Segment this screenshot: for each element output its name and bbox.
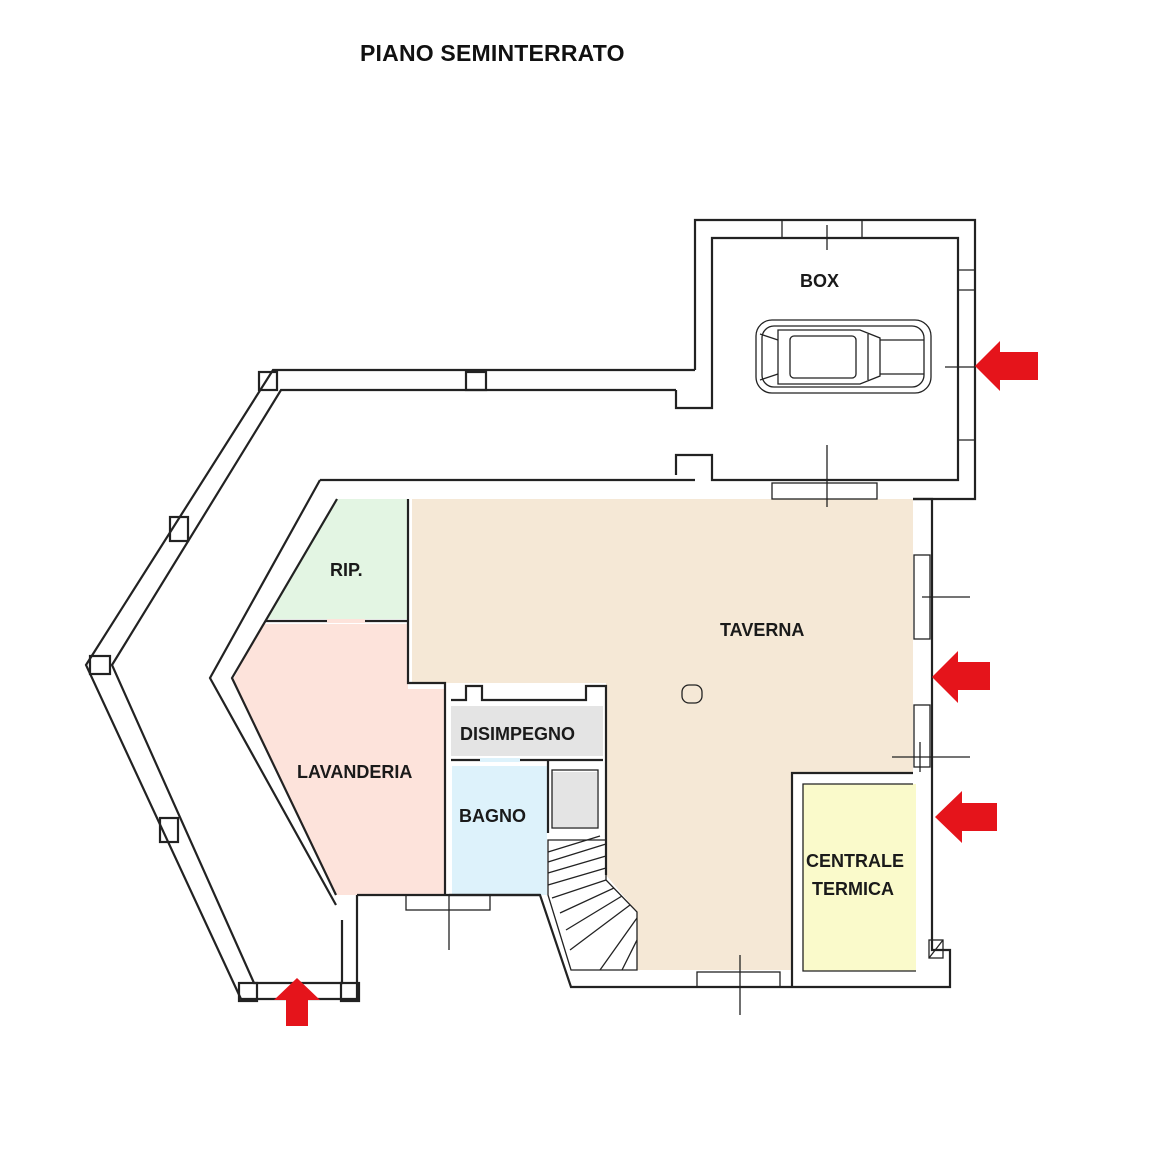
terrace-outer-wall	[84, 368, 695, 1001]
room-taverna-fill	[412, 499, 913, 970]
house-outer-wall	[357, 497, 952, 989]
box-outer-wall	[693, 218, 977, 501]
room-rip-fill	[267, 499, 408, 619]
label-bagno: BAGNO	[459, 806, 526, 826]
plan-title: PIANO SEMINTERRATO	[360, 40, 625, 66]
car-icon	[755, 319, 932, 394]
pillar	[257, 370, 279, 392]
vent-icon-diag	[928, 939, 944, 959]
pillar	[237, 981, 259, 1003]
room-centrale-termica-fill	[803, 784, 916, 971]
pillar	[158, 816, 180, 844]
label-termica: TERMICA	[812, 879, 894, 899]
pillar	[464, 370, 488, 392]
disimpegno-north-wall	[451, 684, 608, 875]
box-inner-wall	[674, 236, 960, 482]
bagno-window	[405, 894, 491, 911]
house-west-inner	[230, 498, 338, 896]
room-disimpegno-fill	[451, 706, 603, 756]
entrance-arrow-icon	[274, 978, 320, 1026]
label-disimpegno: DISIMPEGNO	[460, 724, 575, 744]
pillar	[339, 981, 361, 1003]
entrance-arrow-icon	[932, 651, 990, 703]
label-centrale: CENTRALE	[806, 851, 904, 871]
closet-wall	[551, 769, 599, 829]
house-west-outer	[208, 479, 337, 906]
centrale-termica-inner	[802, 783, 916, 972]
vent-icon	[928, 939, 944, 959]
terrace-inner-wall	[110, 388, 676, 985]
pillar	[168, 515, 190, 543]
closet-fill	[552, 772, 597, 827]
label-box: BOX	[800, 271, 839, 291]
room-lavanderia-fill	[233, 624, 445, 895]
room-bagno-fill	[452, 766, 547, 895]
centrale-termica-wall	[790, 771, 913, 987]
staircase-icon	[547, 835, 638, 971]
entrance-arrow-icon	[935, 791, 997, 843]
column-icon	[681, 684, 703, 704]
box-door-bottom	[771, 482, 878, 500]
box-window-top	[781, 219, 863, 239]
label-rip: RIP.	[330, 560, 363, 580]
taverna-window-east-2	[913, 704, 931, 768]
entrance-arrow-icon	[975, 341, 1038, 391]
label-taverna: TAVERNA	[720, 620, 804, 640]
taverna-door-south	[696, 971, 781, 988]
pillar	[88, 654, 112, 676]
label-lavanderia: LAVANDERIA	[297, 762, 412, 782]
taverna-west-wall	[406, 499, 447, 895]
